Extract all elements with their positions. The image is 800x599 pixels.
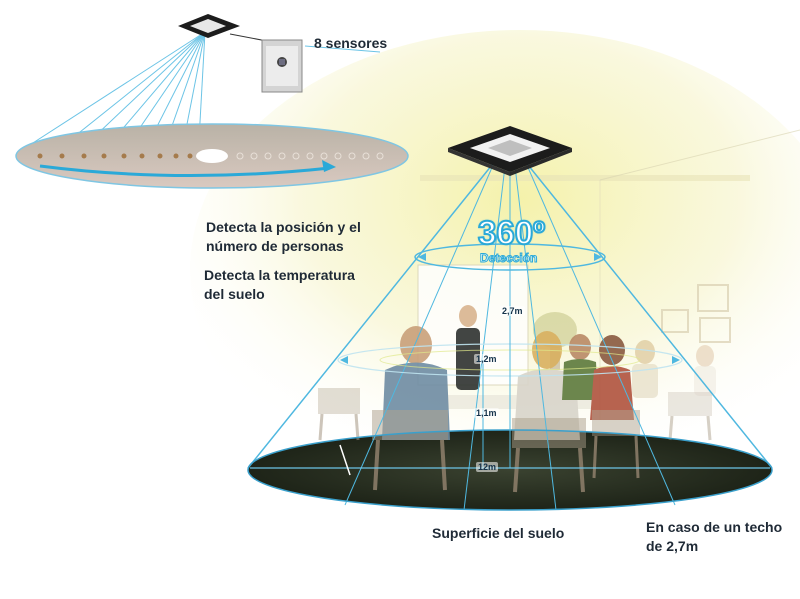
sensors-label: 8 sensores: [314, 35, 388, 51]
detect-temperature-line-1: Detecta la temperatura: [204, 267, 355, 283]
ceiling-note-line-2: de 2,7m: [646, 538, 699, 554]
ceiling-note-line-1: En caso de un techo: [646, 519, 783, 535]
floor-pointer-line: [339, 444, 351, 476]
sensor-label-line: [304, 45, 381, 53]
height-12-marker: 1,2m: [474, 354, 499, 364]
detect-position-line-1: Detecta la posición y el: [206, 219, 361, 235]
floor-surface-label: Superficie del suelo: [432, 525, 565, 541]
small-cassette-icon: [178, 14, 240, 38]
height-27-marker: 2,7m: [500, 306, 525, 316]
ceiling-note-label: En caso de un techo de 2,7m: [646, 518, 782, 556]
ceiling-cassette-icon: [448, 126, 572, 176]
detect-temperature-label: Detecta la temperatura del suelo: [204, 266, 355, 304]
detect-position-line-2: número de personas: [206, 238, 344, 254]
rotation-arrow-icon: [39, 164, 331, 178]
rotation-arrowhead: [322, 160, 336, 172]
detection-disc: [15, 123, 409, 189]
height-11-marker: 1,1m: [474, 408, 499, 418]
detect-temperature-line-2: del suelo: [204, 286, 265, 302]
angle-360-label: 360º: [477, 213, 546, 252]
detection-cone: [247, 154, 773, 511]
detection-label: Detección: [479, 251, 538, 266]
width-12-marker: 12m: [476, 462, 499, 472]
sensor-unit-icon: [261, 39, 303, 93]
detect-position-label: Detecta la posición y el número de perso…: [206, 218, 361, 256]
